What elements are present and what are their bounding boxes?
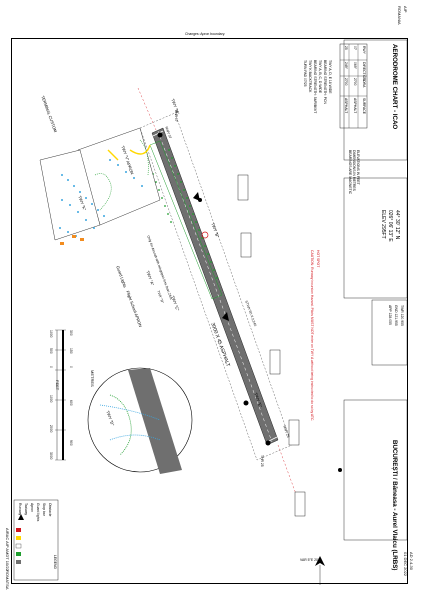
freq-app: APP 128.055 [388, 305, 392, 325]
scale-metres-900: 900 [69, 440, 73, 446]
legend-apron: Apron [30, 503, 34, 513]
legend-guard-lights: Guard lights [36, 503, 40, 522]
aerodrome-name: BUCUREȘTI / Băneasa - Aurel Vlaicu (LRBS… [391, 440, 398, 571]
apron [39, 127, 161, 245]
title-block-right [343, 399, 408, 541]
rwy-row-07-rwy: 07 [353, 46, 357, 50]
inset-detail [87, 367, 193, 474]
scale-bar [55, 329, 66, 461]
scale-feet-3000: 3000 [49, 452, 53, 460]
hot-spot-marker [201, 231, 209, 239]
scale-feet-2000: 2000 [49, 425, 53, 433]
rwy-header-surface: SURFACE [362, 98, 366, 115]
legend-box [13, 499, 59, 581]
scale-metres-600: 600 [69, 400, 73, 406]
rwy-label-thr25: THR 25 [260, 455, 264, 467]
legend-obstacle: Obstacle [48, 503, 52, 517]
rwy-row-07-tora: 2700 [353, 78, 357, 86]
info-box-4 [288, 419, 300, 446]
info-box-2 [240, 232, 252, 258]
feet-title: FEET [55, 380, 60, 391]
magnetic-variation: VAR 5°E 2015 [300, 558, 322, 562]
chart-title: AERODROME CHART - ICAO [391, 44, 398, 130]
threshold-marker-07 [157, 132, 163, 138]
arp-lon: 026° 06' 13" E [387, 210, 393, 242]
arp-lat: 44° 30' 12" N [394, 210, 400, 240]
elev: ELEV 295FT [380, 210, 386, 239]
rwy-row-25-dir: 249° [344, 62, 348, 70]
rwy-row-07-dir: 069° [353, 62, 357, 70]
hot-spot-text: CAUTION: Runway incursion Hazard. Pilots… [310, 250, 314, 422]
elevations-note: ELEVATIONS IN FEET DIMENSIONS IN METRES … [348, 150, 360, 195]
legend-stop-bar: Stop bar [42, 503, 46, 516]
chart-frame [11, 38, 408, 584]
rwy-header-tora: TORA [362, 78, 366, 88]
info-box-3 [269, 349, 281, 375]
twy-text-1: TWY A, D, E 18 WIDE [328, 60, 332, 94]
twy-text-2: BEARING STRENGTH: PCN [323, 60, 327, 104]
freq-gnd: GND 121.955 [394, 305, 398, 326]
twy-text-5: TWY K BACKTRACK [308, 60, 312, 93]
runway-table [339, 43, 368, 129]
rwy-row-25-tora: 2700 [344, 78, 348, 86]
scale-metres-150: 150 [69, 348, 73, 354]
scale-feet-1000: 1000 [49, 330, 53, 338]
scale-feet-500: 500 [49, 348, 53, 354]
rwy-row-07-surface: ASPHALT [353, 98, 357, 114]
scale-metres-0: 0 [69, 366, 73, 368]
rwy-header-rwy: RWY [362, 46, 366, 54]
approach-line-07 [137, 87, 157, 131]
scale-metres-300: 300 [69, 330, 73, 336]
rwy-row-25-surface: ASPHALT [344, 98, 348, 114]
frequency-block [371, 299, 408, 366]
windsock-icon-2 [222, 312, 229, 321]
scale-feet-1000b: 1000 [49, 395, 53, 403]
twy-text-4: BEARING STRENGTH: 54/R/B/X/T [313, 60, 317, 114]
change-note: Changes: Apron boundary. [185, 32, 226, 36]
threshold-marker-25 [265, 440, 271, 446]
twy-text-3: TWY A, B, C, D WIDE [318, 60, 322, 94]
hot-spot-title: HOT SPOT [316, 250, 320, 268]
title-block-center [343, 177, 408, 299]
marker-twy [243, 400, 249, 406]
legend-title: LEGEND [53, 555, 57, 569]
twy-text-6: TURN PAD 07/25 [303, 60, 307, 87]
legend-taxiway: Taxiway [24, 503, 28, 516]
info-box-1 [237, 174, 249, 201]
ndb-marker [338, 468, 342, 472]
rwy-row-25-rwy: 25 [344, 46, 348, 50]
info-box-5 [294, 491, 306, 517]
windsock-icon [193, 192, 200, 201]
freq-twr: TWR 120.955 [400, 305, 404, 326]
legend-runway: Runway [18, 503, 22, 516]
north-arrow-icon [315, 556, 325, 566]
title-block-left [343, 39, 408, 161]
scale-feet-0: 0 [49, 366, 53, 368]
taxiway-parallel [149, 140, 223, 300]
metres-title: METRES [90, 370, 95, 387]
